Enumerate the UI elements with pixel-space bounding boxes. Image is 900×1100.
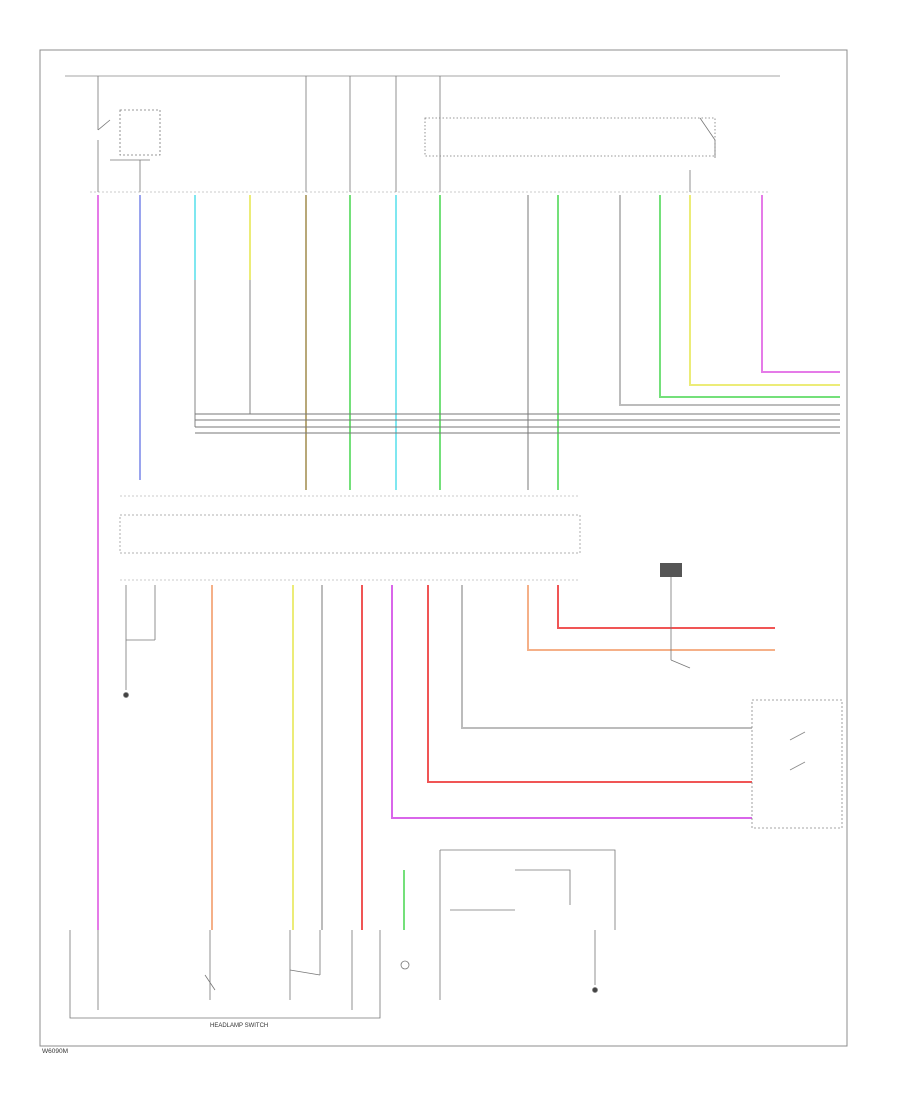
diagram-frame <box>39 49 848 1047</box>
wire-red-19 <box>427 585 752 783</box>
wire-magenta-18 <box>391 585 752 819</box>
wire-pink-13 <box>761 195 840 373</box>
wire-orange-21 <box>527 585 775 651</box>
figure-id: W6090M <box>42 1048 69 1055</box>
ground-bus <box>194 280 840 434</box>
sensor-connector <box>660 563 691 669</box>
bottom-right-module <box>439 849 616 1000</box>
wire-yellow-12 <box>689 195 840 386</box>
wire-red-22 <box>557 585 775 629</box>
wire-green-11 <box>659 195 840 398</box>
headlamp-switch-box <box>69 930 410 1019</box>
top-fuses <box>305 76 716 192</box>
right-switch-box <box>751 699 843 829</box>
left-ground <box>123 585 156 698</box>
wire-gray-20 <box>461 585 752 729</box>
colored-wires <box>97 195 840 930</box>
control-module-box <box>119 514 581 554</box>
wire-gray-10 <box>619 195 840 406</box>
headlamp-switch-label: HEADLAMP SWITCH <box>210 1023 269 1029</box>
left-relay <box>97 76 161 192</box>
